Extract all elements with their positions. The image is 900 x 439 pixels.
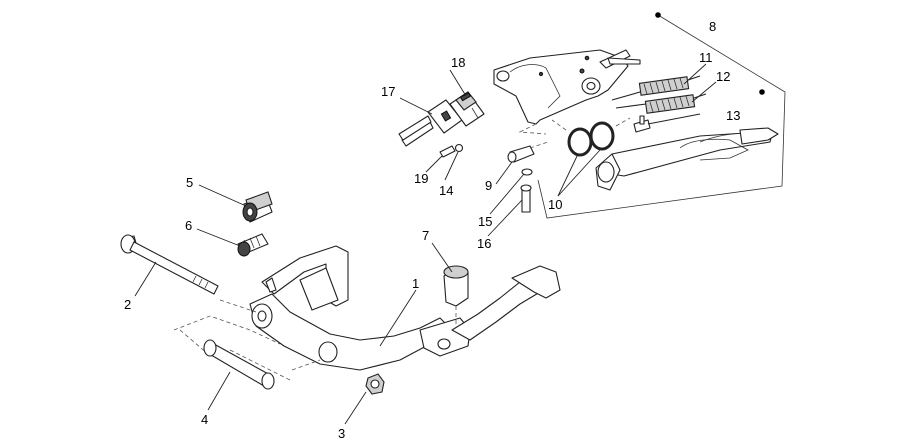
- nut-part: [365, 373, 385, 395]
- callout-2: 2: [124, 297, 131, 312]
- leader-lines: [134, 63, 717, 425]
- side-stand-leg-part: [595, 127, 779, 191]
- callout-15: 15: [478, 214, 492, 229]
- screw-part: [520, 184, 532, 213]
- callout-10: 10: [548, 197, 562, 212]
- callout-7: 7: [422, 228, 429, 243]
- pivot-bolt-part: [120, 234, 219, 295]
- callout-11: 11: [699, 50, 713, 65]
- o-rings-part: [551, 117, 631, 157]
- washer-part: [521, 168, 533, 176]
- callout-13: 13: [726, 108, 740, 123]
- callout-17: 17: [381, 84, 395, 99]
- lever-rubber-part: [443, 265, 469, 324]
- callout-9: 9: [485, 178, 492, 193]
- callout-18: 18: [451, 55, 465, 70]
- tube-spacer-part: [203, 339, 275, 390]
- callout-labels: 1 2 3 4 5 6 7 8 9 10 11 12 13 14 15 16 1…: [124, 19, 740, 439]
- callout-4: 4: [201, 412, 208, 427]
- rubber-buffer-part: [242, 191, 273, 223]
- callout-14: 14: [439, 183, 453, 198]
- callout-1: 1: [412, 276, 419, 291]
- callout-8: 8: [709, 19, 716, 34]
- callout-16: 16: [477, 236, 491, 251]
- springs-part: [611, 75, 707, 114]
- foot-lever-part: [451, 265, 561, 341]
- side-stand-kit-frame: [537, 12, 786, 219]
- callout-5: 5: [186, 175, 193, 190]
- switch-bolt-part: [507, 141, 549, 163]
- callout-19: 19: [414, 171, 428, 186]
- callout-3: 3: [338, 426, 345, 439]
- pin-part: [633, 113, 701, 133]
- callout-12: 12: [716, 69, 730, 84]
- small-screw-part: [439, 143, 464, 158]
- connector-housing-part: [449, 91, 485, 127]
- centre-stand-part: [173, 245, 471, 381]
- stand-bracket-part: [493, 49, 641, 135]
- callout-6: 6: [185, 218, 192, 233]
- return-spring-part: [237, 233, 269, 257]
